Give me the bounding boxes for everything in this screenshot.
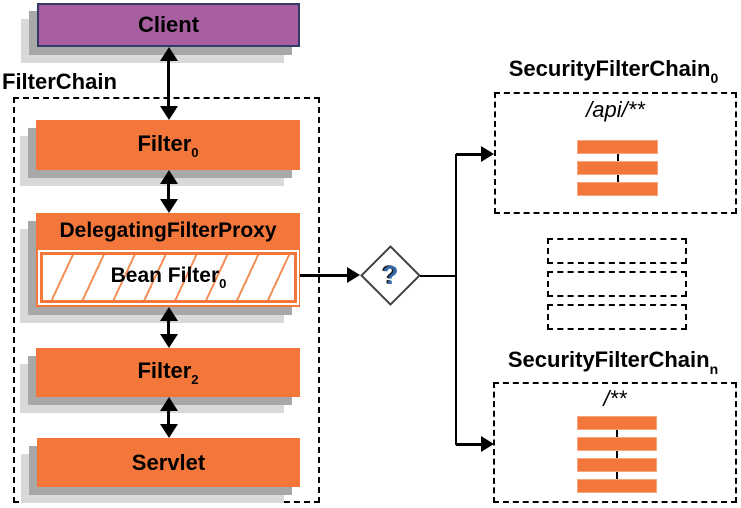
filter-bar — [577, 458, 657, 472]
filter2-subscript: 2 — [191, 372, 199, 387]
filter-bar — [577, 140, 658, 154]
filter-bar — [577, 182, 658, 196]
double-arrow-filter2-servlet — [159, 397, 178, 438]
filterchain-container — [13, 97, 320, 503]
placeholder-chain-bar — [547, 271, 687, 297]
securityfilterchain-n-subscript: n — [709, 361, 719, 377]
filter-bar — [577, 416, 657, 430]
securityfilterchain0-subscript: 0 — [710, 70, 719, 86]
securityfilterchain-n-box: /** — [493, 382, 737, 503]
securityfilterchain0-box: /api/** — [494, 92, 737, 214]
arrow-to-securityfilterchain0 — [456, 147, 494, 161]
placeholder-chains — [547, 238, 687, 337]
delegating-filter-proxy-label: DelegatingFilterProxy — [59, 219, 277, 242]
double-arrow-client-filter0 — [159, 47, 178, 120]
placeholder-chain-bar — [547, 304, 687, 330]
decision-diamond: ? — [360, 245, 421, 306]
filter-bar — [577, 161, 658, 175]
delegating-filter-proxy-box: DelegatingFilterProxy Bean Filter0 — [36, 213, 300, 307]
client-label: Client — [137, 12, 200, 37]
branch-vertical-line — [455, 154, 457, 445]
filter0-box: Filter0 — [36, 120, 300, 170]
placeholder-chain-bar — [547, 238, 687, 264]
decision-question-label: ? — [382, 260, 399, 290]
filter-bar — [577, 437, 657, 451]
filter-bar — [577, 479, 657, 493]
double-arrow-proxy-filter2 — [159, 307, 178, 348]
securityfilterchain0-filters — [577, 140, 658, 203]
bean-filter-box: Bean Filter0 — [40, 252, 297, 303]
connector-diamond-to-branch — [420, 275, 457, 277]
bean-filter-subscript: 0 — [219, 276, 227, 291]
servlet-box: Servlet — [37, 438, 300, 487]
securityfilterchain-n-filters — [577, 416, 657, 500]
securityfilterchain-n-pattern: /** — [603, 386, 627, 411]
filter0-label: Filter0 — [137, 130, 199, 160]
securityfilterchain0-title: SecurityFilterChain0 — [508, 56, 719, 86]
bean-filter-label: Bean Filter0 — [110, 264, 227, 291]
arrow-to-securityfilterchain-n — [456, 437, 494, 451]
filterchain-label: FilterChain — [2, 69, 117, 94]
securityfilterchain-n-title: SecurityFilterChainn — [507, 347, 719, 377]
double-arrow-filter0-proxy — [159, 170, 178, 213]
servlet-label: Servlet — [131, 449, 206, 475]
filter2-box: Filter2 — [36, 348, 300, 397]
securityfilterchain0-pattern: /api/** — [586, 97, 645, 122]
client-box: Client — [37, 3, 300, 47]
arrow-bean-to-decision — [300, 268, 360, 282]
filter2-label: Filter2 — [137, 358, 199, 387]
filter0-subscript: 0 — [191, 144, 199, 160]
